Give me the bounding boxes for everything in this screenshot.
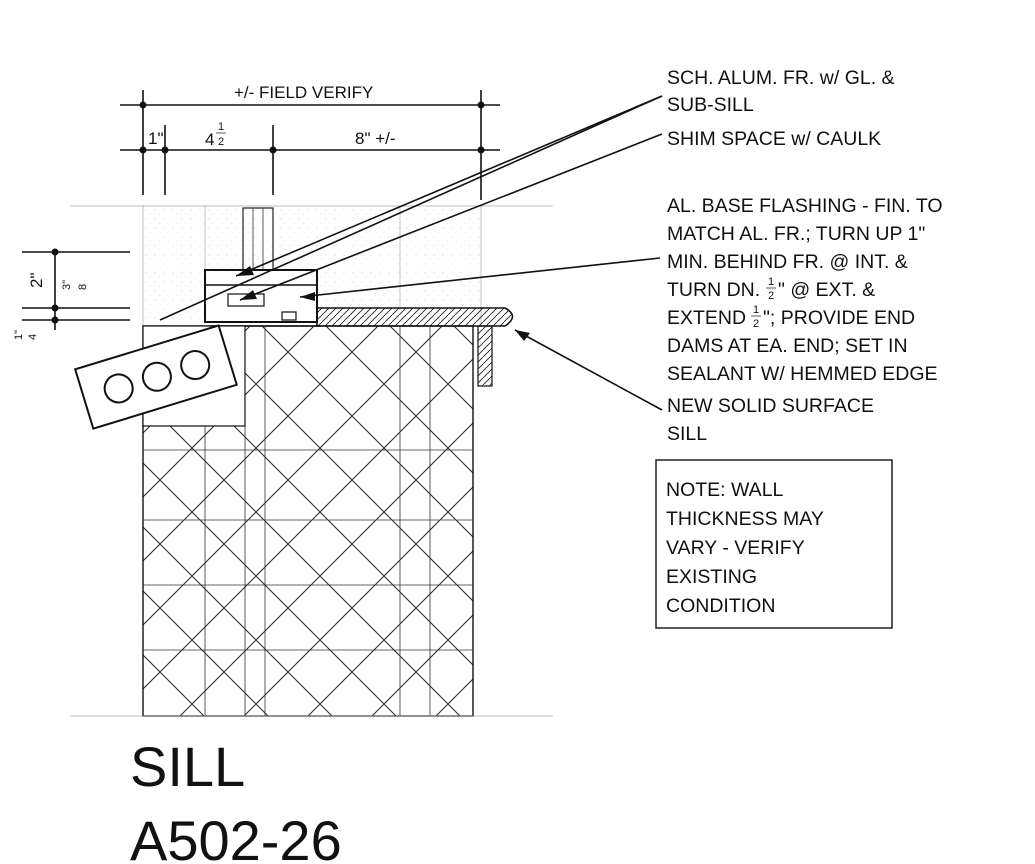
callout-flashing-line7: SEALANT W/ HEMMED EDGE (667, 363, 938, 385)
half-fraction-num-1: 1 (768, 276, 774, 288)
note-line-3: VARY - VERIFY (666, 537, 805, 559)
callout-flashing-line3: MIN. BEHIND FR. @ INT. & (667, 251, 908, 273)
one-inch-dimension: 1" (148, 129, 164, 148)
quarter-inch-den: 4 (27, 334, 39, 340)
note-line-4: EXISTING (666, 566, 757, 588)
four-half-dimension-whole: 4 (205, 130, 214, 149)
half-fraction-num-2: 1 (753, 304, 759, 316)
sill-apron (477, 325, 493, 387)
detail-title: SILL (130, 735, 245, 798)
note-line-1: NOTE: WALL (666, 479, 784, 501)
three-eighths-den: 8 (77, 284, 89, 290)
four-half-dimension-num: 1 (218, 121, 224, 133)
quarter-inch-num: 1" (13, 330, 25, 340)
hollow-block-section (73, 324, 238, 430)
overall-dimension-label: +/- FIELD VERIFY (234, 83, 373, 102)
note-box: NOTE: WALL THICKNESS MAY VARY - VERIFY E… (655, 459, 893, 629)
callout-frame-line1: SCH. ALUM. FR. w/ GL. & (667, 67, 895, 89)
two-inch-dimension: 2" (27, 273, 46, 289)
four-half-dimension-den: 2 (218, 136, 224, 148)
callout-flashing-line5b: "; PROVIDE END (763, 307, 915, 329)
callout-sill-line2: SILL (667, 423, 707, 445)
note-line-5: CONDITION (666, 595, 775, 617)
vertical-dimensions: 2" 3" 8 1" 4 (13, 248, 130, 340)
half-fraction-den-1: 2 (768, 290, 774, 302)
horizontal-dimensions: +/- FIELD VERIFY 1" 4 1 2 8" +/- (120, 83, 500, 200)
masonry-wall (70, 325, 553, 717)
three-eighths-num: 3" (61, 280, 73, 290)
callout-shim: SHIM SPACE w/ CAULK (667, 128, 881, 150)
callout-sill-line1: NEW SOLID SURFACE (667, 395, 874, 417)
solid-surface-sill (316, 307, 514, 327)
leader-lines (159, 95, 663, 411)
note-line-2: THICKNESS MAY (666, 508, 824, 530)
callout-flashing-line4b: " @ EXT. & (778, 279, 875, 301)
callout-notes: SCH. ALUM. FR. w/ GL. & SUB-SILL SHIM SP… (667, 67, 943, 445)
callout-flashing-line4a: TURN DN. (667, 279, 760, 301)
callout-flashing-line6: DAMS AT EA. END; SET IN (667, 335, 908, 357)
eight-inch-dimension: 8" +/- (355, 129, 396, 148)
callout-frame-line2: SUB-SILL (667, 94, 754, 116)
callout-flashing-line1: AL. BASE FLASHING - FIN. TO (667, 195, 943, 217)
callout-flashing-line5a: EXTEND (667, 307, 746, 329)
detail-number: A502-26 (130, 809, 342, 864)
aluminum-frame (204, 207, 320, 327)
half-fraction-den-2: 2 (753, 318, 759, 330)
callout-flashing-line2: MATCH AL. FR.; TURN UP 1" (667, 223, 925, 245)
